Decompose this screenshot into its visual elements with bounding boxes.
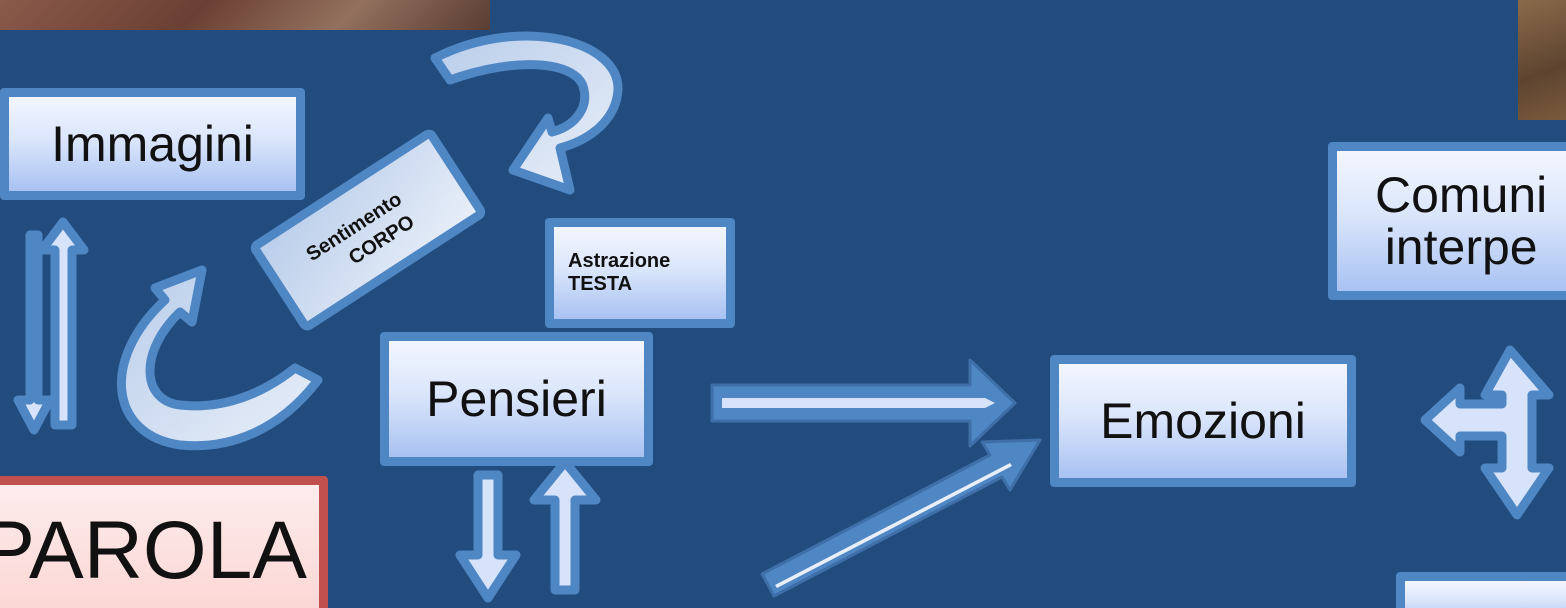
double-arrow-immagini-parola [13, 217, 89, 435]
node-comunicazione: Comuni interpe [1328, 142, 1566, 300]
parola-label: PAROLA [0, 505, 307, 596]
curved-arrow-top [430, 31, 623, 195]
photo-fragment-top-left [0, 0, 490, 30]
sentimento-corpo-box: Sentimento CORPO [250, 129, 486, 331]
photo-fragment-top-right [1518, 0, 1566, 120]
node-immagini: Immagini [0, 88, 305, 200]
node-bottom-right [1396, 572, 1566, 608]
three-way-arrow-comunicazione [1420, 345, 1554, 520]
testa-label: TESTA [568, 273, 633, 295]
comunicazione-line1: Comuni [1375, 166, 1548, 223]
astrazione-label: Astrazione [568, 250, 671, 272]
arrow-bottom-to-emozioni [760, 438, 1042, 598]
node-parola: PAROLA [0, 476, 328, 608]
immagini-label: Immagini [51, 115, 254, 172]
node-pensieri: Pensieri [380, 332, 653, 466]
comunicazione-line2: interpe [1384, 219, 1538, 275]
emozioni-label: Emozioni [1100, 392, 1306, 449]
node-astrazione: Astrazione TESTA [545, 218, 735, 328]
curved-arrow-bottom [117, 265, 323, 451]
pensieri-label: Pensieri [426, 370, 607, 427]
double-arrow-below-pensieri [455, 457, 601, 603]
arrow-pensieri-to-emozioni [710, 358, 1017, 448]
node-emozioni: Emozioni [1050, 355, 1356, 487]
